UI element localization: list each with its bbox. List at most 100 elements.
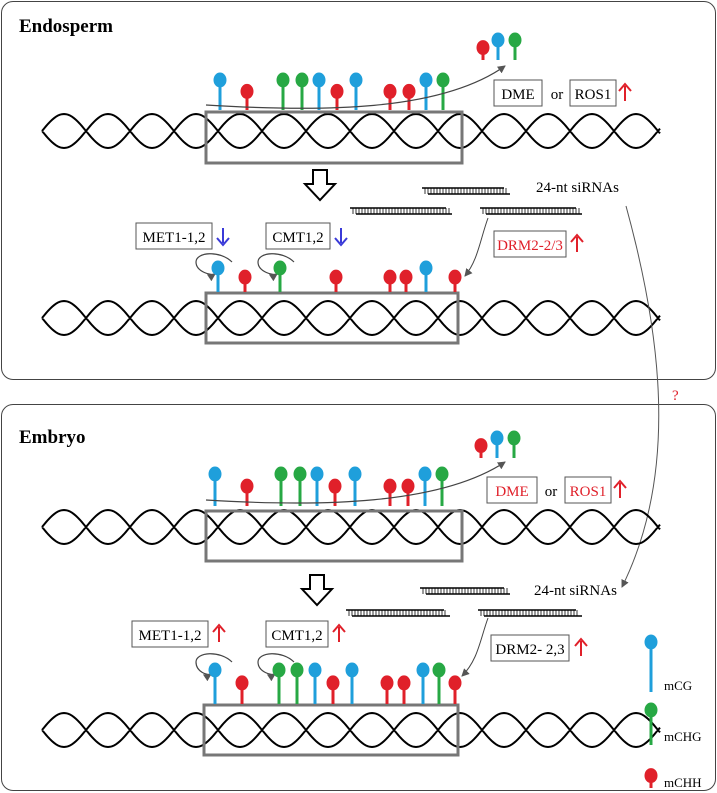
gene-region-box (202, 703, 460, 757)
mCHH-marker (399, 269, 413, 292)
mCG-marker (213, 72, 227, 110)
legend-mcg-icon (644, 634, 658, 692)
legend-mcg-label: mCG (664, 678, 692, 693)
cmt1-box (265, 620, 329, 648)
demethylation-arrow (205, 461, 506, 504)
or-label: or (551, 87, 564, 103)
ros1-label: ROS1 (570, 484, 607, 500)
mCG-marker (312, 72, 326, 110)
endosperm-removed-methyl (476, 32, 522, 60)
mCG-marker (349, 72, 363, 110)
mCHH-marker (397, 675, 411, 704)
mCHG-marker (273, 260, 287, 292)
drm2-up-arrow (574, 637, 588, 656)
sirna-ladder (478, 609, 582, 617)
mCG-marker (416, 662, 430, 704)
mCHG-marker (290, 662, 304, 704)
mCHH-marker (644, 768, 658, 788)
gene-region-box (204, 110, 464, 165)
mCHG-marker (507, 430, 521, 458)
legend-mchg-icon (644, 702, 658, 745)
mCHH-marker (383, 269, 397, 292)
mCHH-marker (448, 675, 462, 704)
embryo-title: Embryo (19, 427, 86, 448)
sirna-label: 24-nt siRNAs (536, 180, 619, 196)
mCG-marker (644, 634, 658, 692)
cmt1-down-arrow (334, 228, 348, 247)
ros1-up-arrow (618, 82, 632, 101)
legend-mchh-icon (644, 768, 658, 788)
transition-arrow (302, 169, 338, 202)
mCHH-marker (240, 83, 254, 110)
endosperm-title: Endosperm (19, 16, 113, 37)
cmt1-up-arrow (332, 623, 346, 642)
embryo-methyl-top (208, 466, 449, 506)
question-mark: ? (672, 388, 679, 404)
mCHG-marker (436, 72, 450, 110)
mCG-marker (491, 32, 505, 60)
dme-box (486, 476, 538, 504)
mCG-marker (419, 260, 433, 292)
dme-label: DME (495, 484, 528, 500)
embryo-removed-methyl (474, 430, 521, 458)
mCHG-marker (295, 72, 309, 110)
mCG-marker (345, 662, 359, 704)
drm2-arrow (464, 217, 489, 277)
mCHH-marker (238, 269, 252, 292)
mCHH-marker (380, 675, 394, 704)
mCHH-marker (326, 675, 340, 704)
mCHH-marker (401, 478, 415, 506)
mCHH-marker (383, 83, 397, 110)
sirna-ladder (350, 207, 452, 215)
cmt1-maintenance-arrow (257, 253, 295, 282)
or-label: or (545, 484, 558, 500)
sirna-transport-arrow (621, 205, 660, 588)
mCHH-marker (240, 478, 254, 506)
met1-box (131, 620, 209, 648)
met1-up-arrow (212, 623, 226, 642)
cmt1-box (265, 222, 331, 250)
met1-down-arrow (216, 228, 230, 247)
endosperm-methyl-top (213, 72, 450, 110)
ros1-box (569, 79, 617, 107)
sirna-ladder (480, 207, 582, 215)
mCHH-marker (235, 675, 249, 704)
sirna-ladder (422, 187, 510, 195)
endosperm-dna-bottom (41, 291, 661, 345)
cmt1-label: CMT1,2 (272, 230, 323, 246)
embryo-methyl-bottom (208, 662, 462, 704)
drm2-up-arrow (570, 233, 584, 252)
mCHH-marker (329, 269, 343, 292)
mCHH-marker (330, 83, 344, 110)
legend: mCG mCHG mCHH (644, 634, 702, 790)
met1-maintenance-arrow (195, 653, 233, 682)
mCHG-marker (435, 466, 449, 506)
gene-region-box (204, 291, 460, 345)
mCG-marker (310, 466, 324, 506)
mCHH-marker (402, 83, 416, 110)
mCHH-marker (474, 438, 488, 458)
transition-arrow (299, 574, 335, 607)
mCG-marker (211, 260, 225, 292)
endosperm-panel: Endosperm (1, 1, 716, 380)
cmt1-label: CMT1,2 (271, 628, 322, 644)
met1-label: MET1-1,2 (139, 628, 202, 644)
drm2-label: DRM2-2/3 (497, 238, 563, 254)
mCG-marker (348, 466, 362, 506)
mCHH-marker (448, 269, 462, 292)
mCHG-marker (272, 662, 286, 704)
mCG-marker (490, 430, 504, 458)
endosperm-methyl-bottom (211, 260, 462, 292)
mCHG-marker (276, 72, 290, 110)
dme-box (493, 79, 543, 107)
endosperm-dna-top (41, 110, 661, 165)
sirna-label: 24-nt siRNAs (534, 583, 617, 599)
mCHG-marker (508, 32, 522, 60)
drm2-label: DRM2- 2,3 (495, 642, 564, 658)
cmt1-maintenance-arrow (257, 653, 295, 682)
embryo-dna-top (41, 508, 661, 563)
mCG-marker (308, 662, 322, 704)
dme-label: DME (501, 87, 534, 103)
legend-mchg-label: mCHG (664, 729, 702, 744)
